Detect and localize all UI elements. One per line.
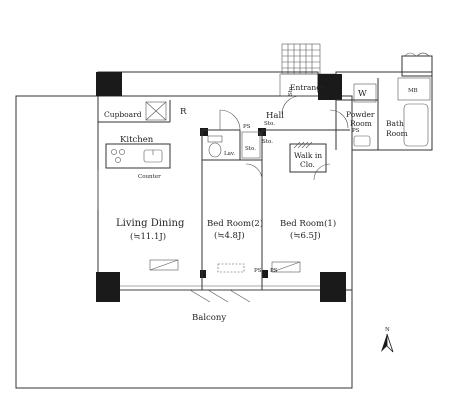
walkin-label-2: Clo. bbox=[300, 160, 315, 169]
stair-grid bbox=[281, 43, 321, 75]
sto-label-3: Sto. bbox=[262, 139, 273, 145]
bed2-size-label: (≒4.8J) bbox=[214, 230, 245, 241]
pillar-small-3 bbox=[200, 270, 206, 278]
balcony-outline bbox=[15, 95, 353, 389]
ps-label-3: PS bbox=[270, 268, 278, 274]
ps-label-2: PS bbox=[254, 268, 262, 274]
refrigerator-box bbox=[145, 101, 167, 121]
pillar-top-mid bbox=[318, 74, 342, 100]
pillar-top-left bbox=[96, 72, 122, 96]
living-size-label: (≒11.1J) bbox=[130, 231, 166, 242]
mb-label: MB bbox=[408, 88, 418, 94]
closet-rail bbox=[293, 141, 313, 149]
r-label: R bbox=[180, 107, 187, 117]
ps-label-4: PS bbox=[352, 128, 360, 134]
hall-label: Hall bbox=[266, 111, 284, 121]
counter-label: Counter bbox=[138, 174, 161, 180]
interior-walls bbox=[98, 77, 431, 290]
powder-label-1: Powder bbox=[346, 110, 375, 119]
pillar-small-4 bbox=[262, 270, 268, 278]
top-right-window bbox=[401, 52, 433, 77]
north-arrow-icon: N bbox=[381, 327, 394, 353]
pillar-bottom-left bbox=[96, 272, 120, 302]
pillar-bottom-right bbox=[320, 272, 346, 302]
kitchen-label: Kitchen bbox=[120, 135, 154, 145]
living-label: Living Dining bbox=[116, 218, 185, 229]
sto-label-2: Sto. bbox=[245, 146, 256, 152]
cupboard-label: Cupboard bbox=[104, 110, 142, 119]
basin-icon bbox=[353, 135, 371, 147]
svg-text:N: N bbox=[385, 327, 390, 333]
walkin-label-1: Walk in bbox=[294, 151, 322, 160]
pillar-small-1 bbox=[200, 128, 208, 136]
sto-top-label: Sto. bbox=[288, 85, 294, 96]
bed1-size-label: (≒6.5J) bbox=[290, 230, 321, 241]
sto-label-1: Sto. bbox=[264, 121, 275, 127]
ps-label-1: PS bbox=[243, 124, 251, 130]
bed2-label: Bed Room(2) bbox=[207, 218, 263, 229]
balcony-windows bbox=[120, 259, 320, 303]
bed1-label: Bed Room(1) bbox=[280, 218, 336, 229]
door-swings bbox=[219, 95, 349, 181]
bathtub-icon bbox=[403, 103, 429, 147]
powder-label-2: Room bbox=[350, 119, 372, 128]
balcony-label: Balcony bbox=[192, 313, 226, 323]
kitchen-counter bbox=[105, 143, 171, 169]
exterior-walls bbox=[97, 71, 433, 291]
entrance-label: Entrance bbox=[290, 83, 325, 92]
toilet-icon bbox=[207, 135, 223, 158]
bath-label-2: Room bbox=[386, 129, 408, 138]
w-label: W bbox=[358, 89, 367, 99]
bath-label-1: Bath bbox=[386, 119, 404, 128]
lav-label: Lav. bbox=[224, 151, 235, 157]
stove-icon bbox=[111, 149, 125, 163]
